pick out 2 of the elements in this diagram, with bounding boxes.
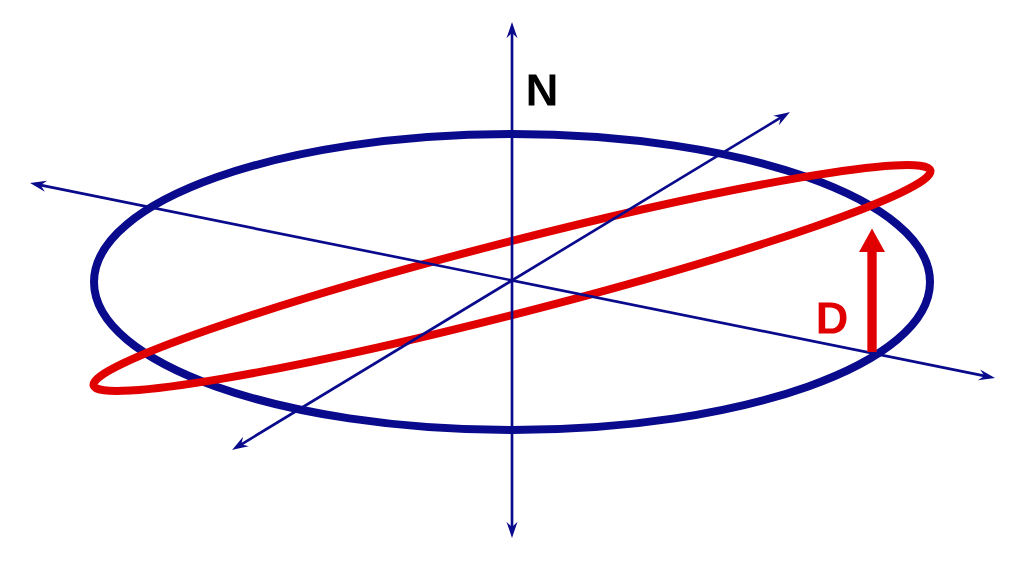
axis-label: N <box>528 74 556 106</box>
axis-label: D <box>818 302 847 334</box>
